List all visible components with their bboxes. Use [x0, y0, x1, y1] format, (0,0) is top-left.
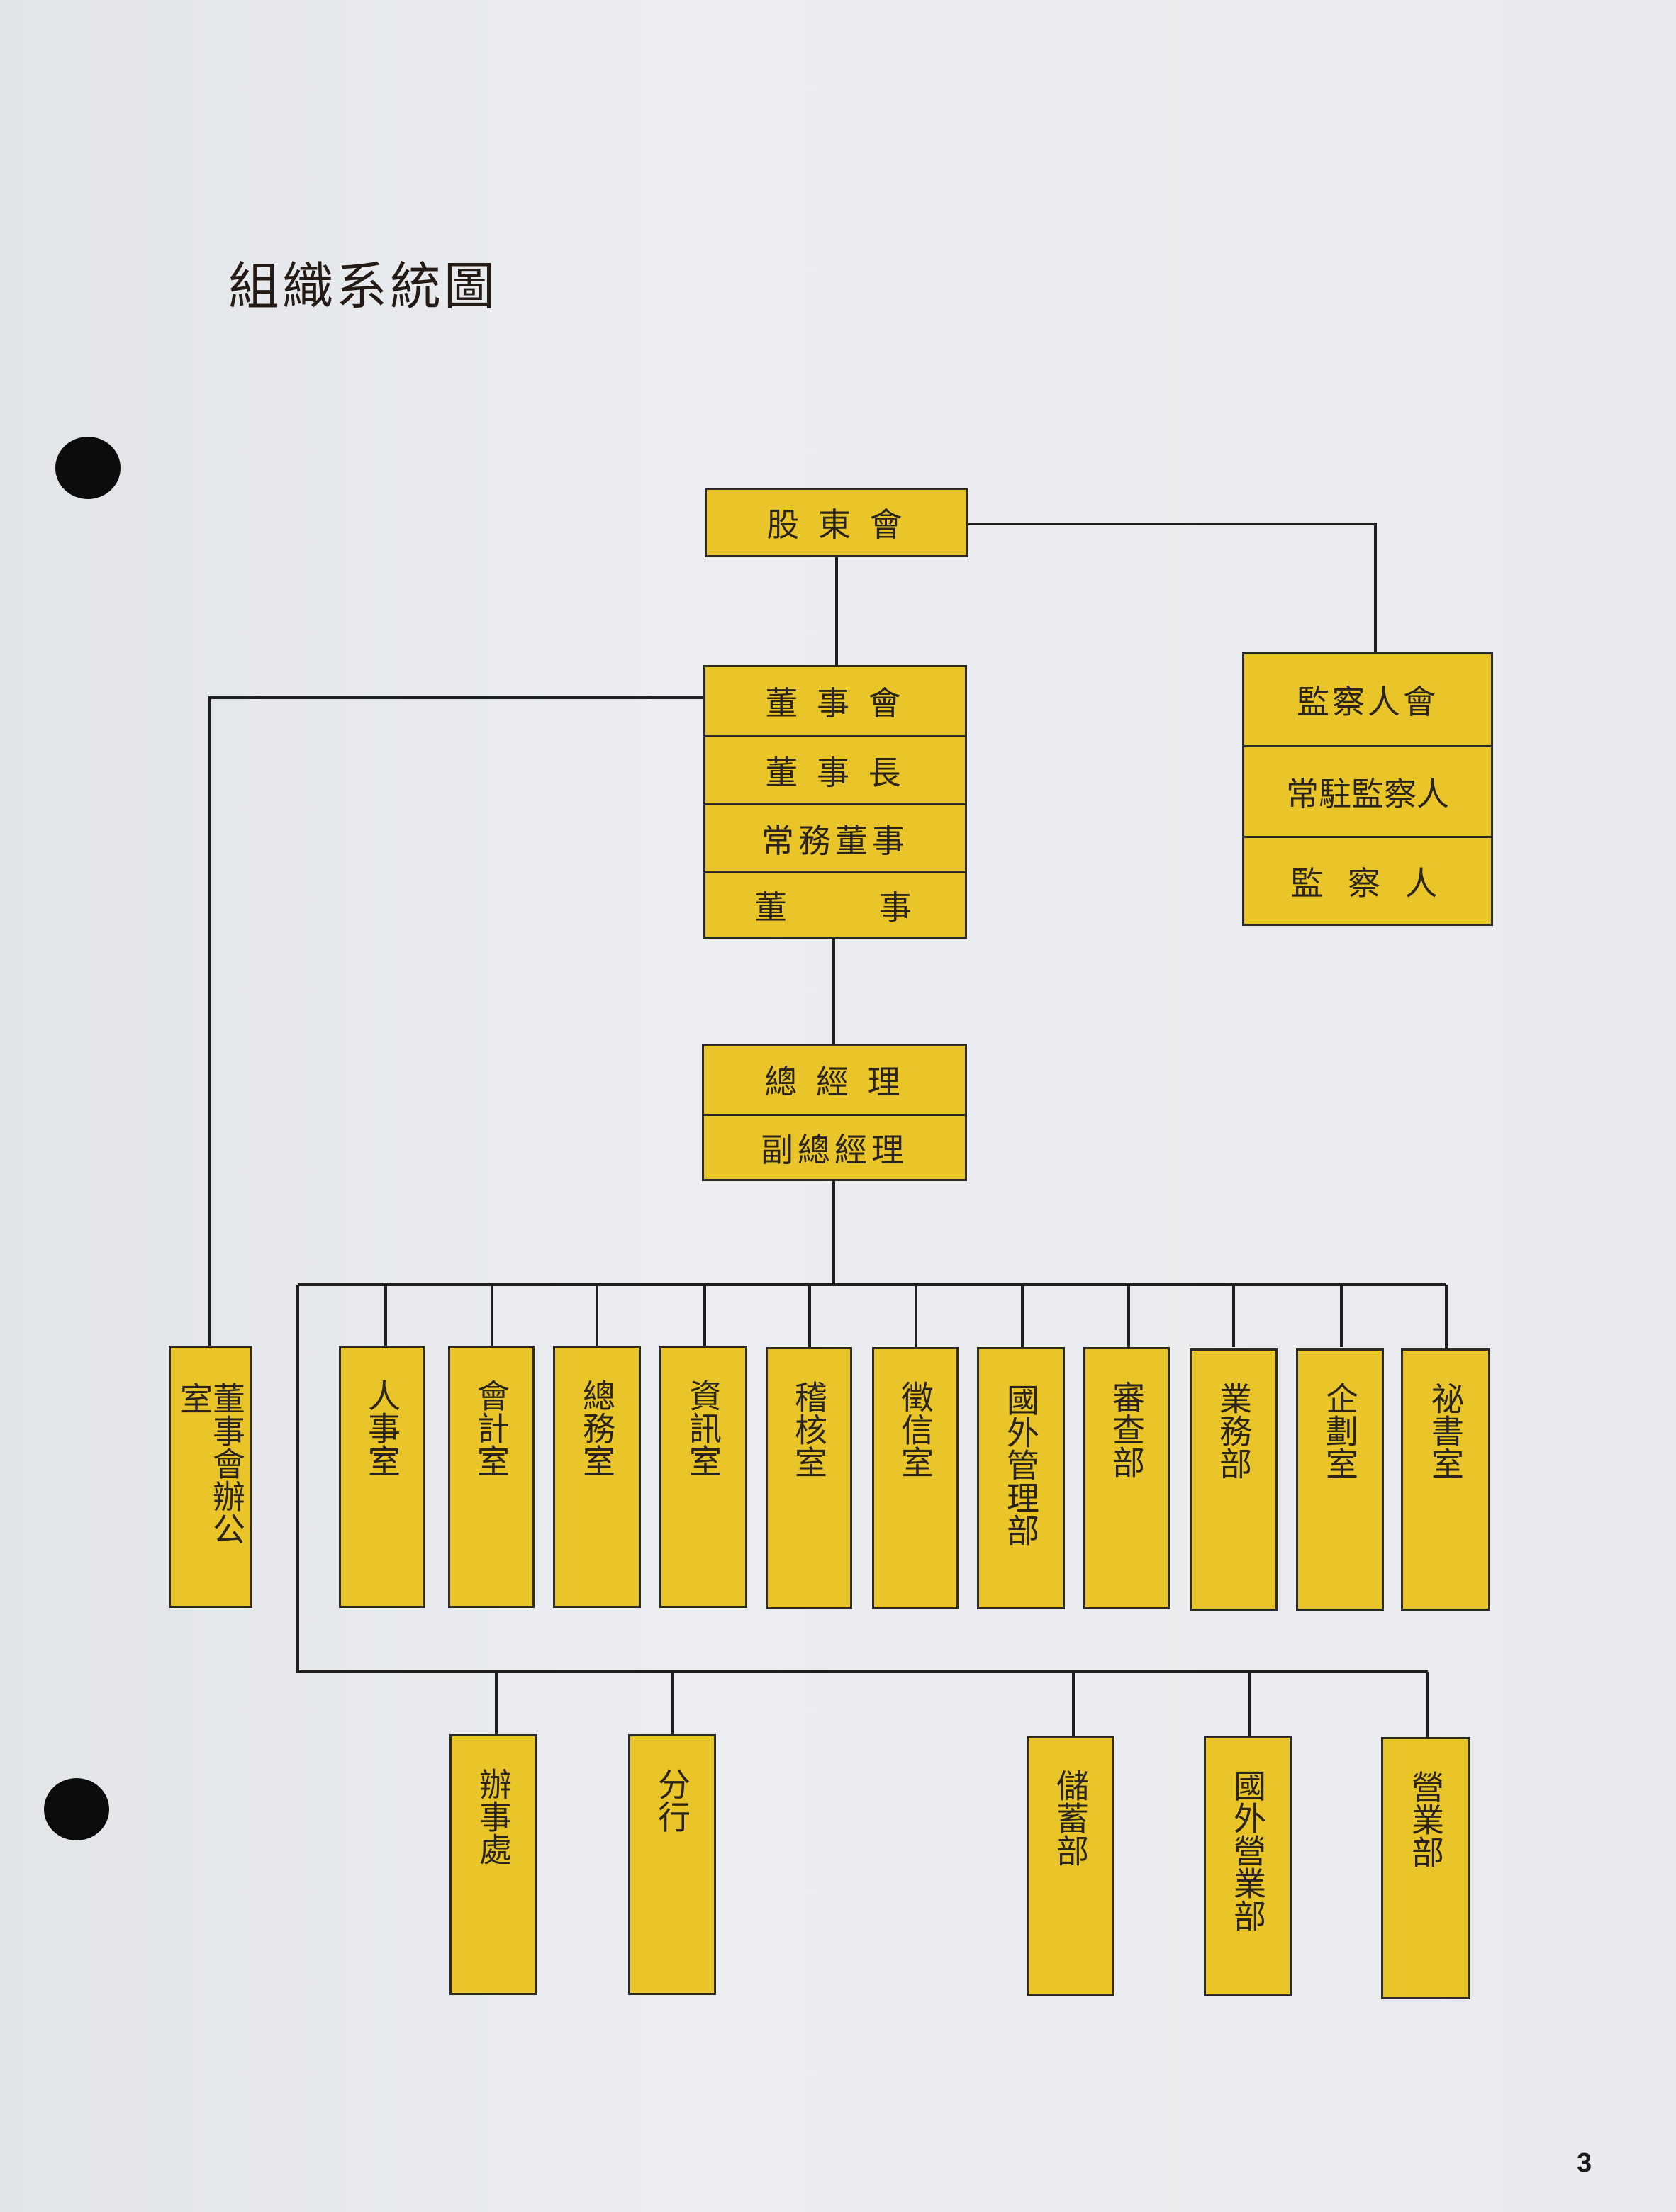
management-box: 總 經 理 副總經理 [702, 1044, 967, 1181]
international-business-dept-box: 國外營業部 [1204, 1736, 1292, 1996]
dept-information-box: 資訊室 [659, 1346, 747, 1608]
dept-review-box: 審查部 [1083, 1347, 1170, 1609]
managing-directors-label: 常務董事 [705, 803, 965, 871]
board-of-directors-label: 董 事 會 [765, 684, 905, 722]
binder-hole-top [55, 437, 121, 499]
shareholders-meeting-box: 股 東 會 [705, 488, 968, 557]
supervisor-label: 監 察 人 [1244, 836, 1491, 924]
binder-hole-bottom [44, 1778, 109, 1840]
dept-audit-box: 稽核室 [766, 1347, 852, 1609]
branch-box: 分行 [628, 1734, 716, 1995]
dept-personnel-box: 人事室 [339, 1346, 425, 1608]
directors-label: 董 事 [705, 871, 965, 937]
dept-planning-box: 企劃室 [1296, 1348, 1384, 1611]
shareholders-meeting-label: 股 東 會 [766, 505, 907, 544]
vice-president-label: 副總經理 [704, 1114, 965, 1179]
dept-secretariat-box: 祕書室 [1401, 1348, 1490, 1611]
dept-credit-box: 徵信室 [872, 1347, 959, 1609]
board-office-box: 董事會辦公室 [169, 1346, 252, 1608]
branch-office-box: 辦事處 [449, 1734, 537, 1995]
board-box: 董 事 會 董 事 長 常務董事 董 事 [703, 665, 967, 939]
president-label: 總 經 理 [764, 1063, 905, 1101]
supervisors-box: 監察人會 常駐監察人 監 察 人 [1242, 652, 1493, 926]
page-title: 組織系統圖 [228, 257, 498, 316]
page-number: 3 [1577, 2148, 1592, 2178]
resident-supervisor-label: 常駐監察人 [1244, 745, 1491, 836]
savings-dept-box: 儲蓄部 [1027, 1736, 1114, 1996]
dept-general-affairs-box: 總務室 [553, 1346, 641, 1608]
chairman-label: 董 事 長 [705, 735, 965, 803]
supervisors-meeting-label: 監察人會 [1297, 683, 1438, 721]
dept-business-box: 業務部 [1190, 1348, 1278, 1611]
business-dept-box: 營業部 [1381, 1737, 1470, 1999]
dept-international-mgmt-box: 國外管理部 [977, 1347, 1065, 1609]
dept-accounting-box: 會計室 [448, 1346, 535, 1608]
